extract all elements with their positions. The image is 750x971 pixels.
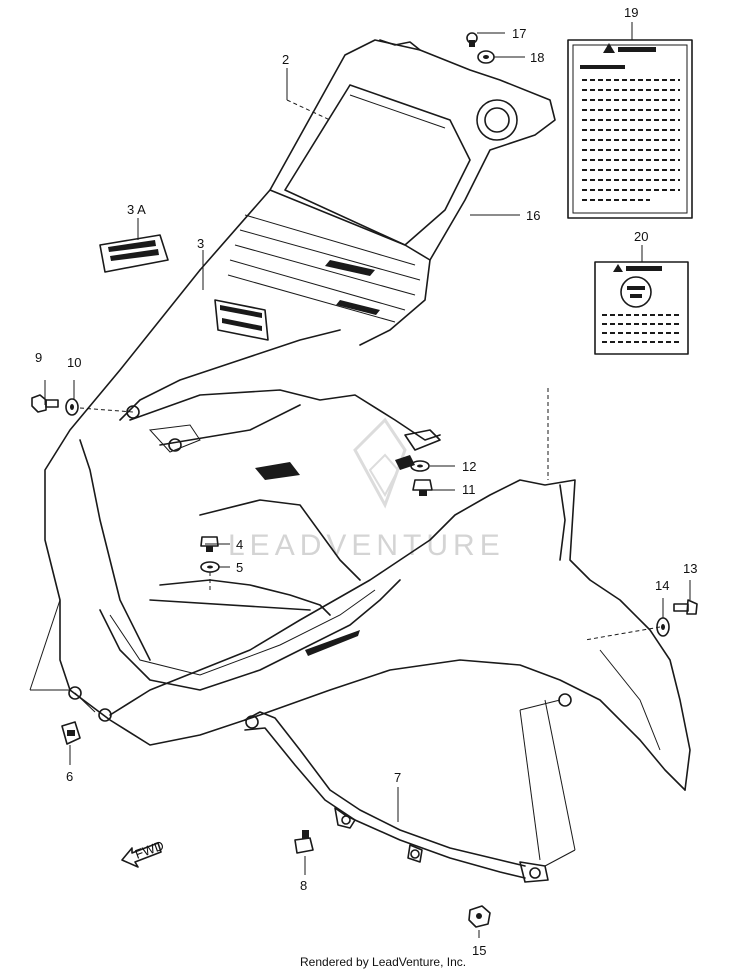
part-number-10: 10 xyxy=(67,355,81,370)
bolt-4 xyxy=(200,536,219,552)
part-number-19: 19 xyxy=(624,5,638,20)
part-number-20: 20 xyxy=(634,229,648,244)
part-number-17: 17 xyxy=(512,26,526,41)
ribbed-panel-part xyxy=(199,189,431,341)
fender-stay-part xyxy=(244,711,549,883)
part-number-16: 16 xyxy=(526,208,540,223)
part-number-13: 13 xyxy=(683,561,697,576)
screw-17 xyxy=(466,32,478,47)
bolt-9 xyxy=(31,394,59,413)
electric-start-emblem-on-cover xyxy=(214,299,269,341)
part-number-14: 14 xyxy=(655,578,669,593)
watermark-text: LEADVENTURE xyxy=(228,529,505,562)
part-number-3: 3 xyxy=(197,236,204,251)
fwd-arrow-text: FWD xyxy=(133,838,166,862)
part-number-labels: 2 3 3 A 4 5 6 7 8 9 10 11 12 13 14 15 16… xyxy=(35,5,697,958)
front-fender-part xyxy=(44,269,691,791)
washer-10 xyxy=(65,398,79,416)
clip-nut-6 xyxy=(61,721,81,745)
electric-start-emblem-part xyxy=(99,234,169,273)
part-number-7: 7 xyxy=(394,770,401,785)
bolt-13 xyxy=(673,599,698,615)
part-number-11: 11 xyxy=(462,482,476,497)
part-number-2: 2 xyxy=(282,52,289,67)
caution-label-part xyxy=(567,39,693,219)
part-number-6: 6 xyxy=(66,769,73,784)
forward-direction-arrow: FWD xyxy=(121,838,166,868)
tire-pressure-label-part xyxy=(594,261,689,355)
nut-15 xyxy=(468,905,491,928)
washer-18 xyxy=(477,50,495,64)
part-number-8: 8 xyxy=(300,878,307,893)
bolt-8 xyxy=(294,830,314,854)
washer-12 xyxy=(410,460,430,472)
render-credit: Rendered by LeadVenture, Inc. xyxy=(300,955,466,969)
part-number-3a: 3 A xyxy=(127,202,146,217)
watermark: LEADVENTURE xyxy=(228,417,505,562)
part-number-18: 18 xyxy=(530,50,544,65)
part-number-5: 5 xyxy=(236,560,243,575)
part-number-12: 12 xyxy=(462,459,476,474)
washer-5 xyxy=(200,561,220,573)
part-number-9: 9 xyxy=(35,350,42,365)
leader-lines xyxy=(29,22,691,938)
hardware xyxy=(31,32,698,928)
part-number-4: 4 xyxy=(236,537,243,552)
bolt-11 xyxy=(412,479,433,496)
part-number-15: 15 xyxy=(472,943,486,958)
